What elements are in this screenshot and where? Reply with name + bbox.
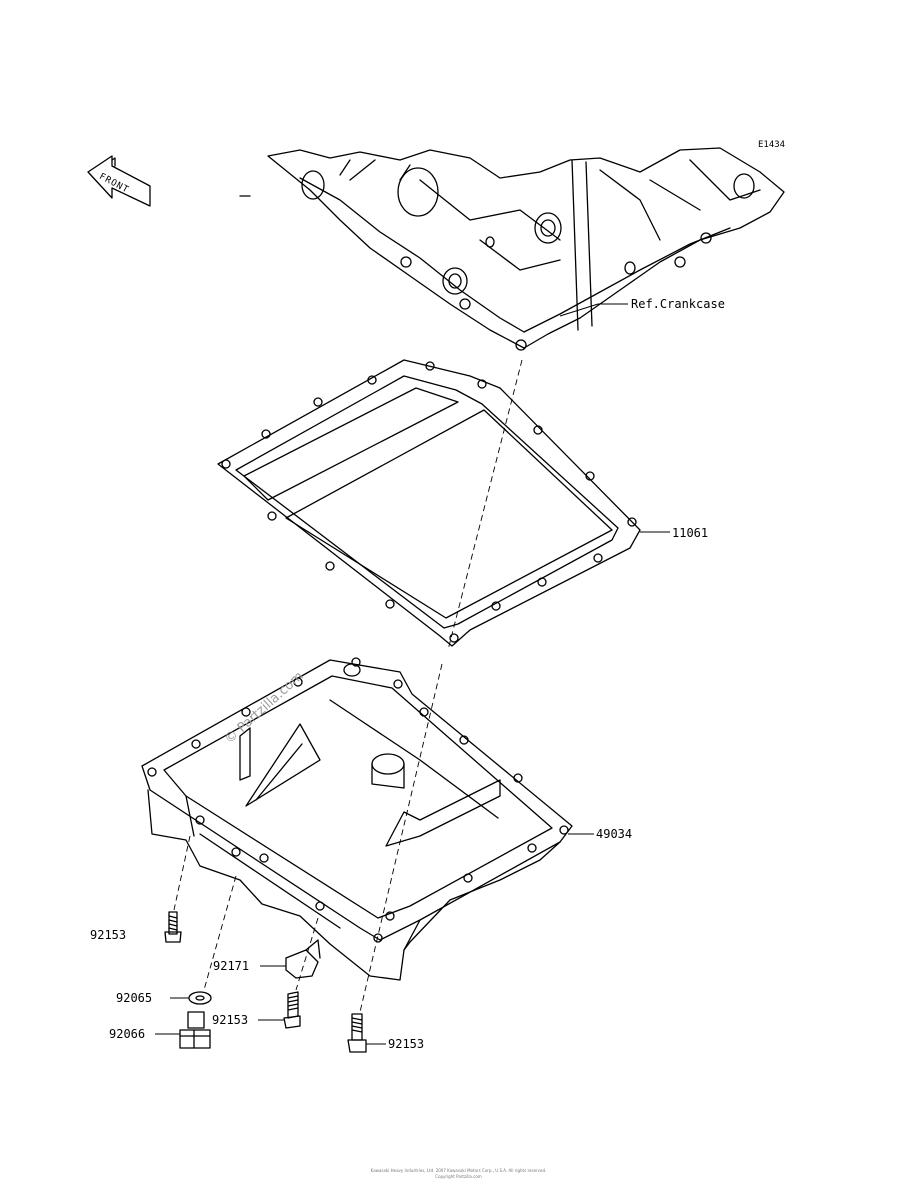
callout-92153-mid[interactable]: 92153 [212, 1013, 249, 1027]
crankcase-outline [239, 147, 785, 351]
bolt-right [347, 1013, 367, 1053]
callout-11061[interactable]: 11061 [672, 526, 709, 540]
assembly-centerlines [173, 359, 523, 1013]
front-arrow-icon [87, 155, 151, 207]
callout-49034[interactable]: 49034 [596, 827, 633, 841]
callout-92153-right[interactable]: 92153 [388, 1037, 425, 1051]
oil-pan-bolt-holes [147, 657, 569, 943]
oil-pan [141, 657, 573, 981]
clamp [285, 939, 321, 979]
footer-copyright-line1: Kawasaki Heavy Industries, Ltd. 2007 Kaw… [370, 1168, 547, 1173]
oil-pan-gasket [217, 359, 641, 647]
gasket-bolt-holes [221, 361, 637, 643]
callout-92153-left[interactable]: 92153 [90, 928, 127, 942]
callout-92065[interactable]: 92065 [116, 991, 153, 1005]
washer [188, 991, 212, 1005]
callout-92171[interactable]: 92171 [213, 959, 250, 973]
callout-92066[interactable]: 92066 [109, 1027, 146, 1041]
footer-copyright-line2: Copyright Partzilla.com [435, 1174, 482, 1179]
bolt-mid [283, 991, 301, 1029]
callout-crankcase[interactable]: Ref.Crankcase [631, 297, 725, 311]
drain-plug [179, 1011, 211, 1049]
bolt-left [164, 911, 182, 943]
leader-lines [155, 303, 670, 1045]
diagram-code: E1434 [758, 140, 786, 150]
